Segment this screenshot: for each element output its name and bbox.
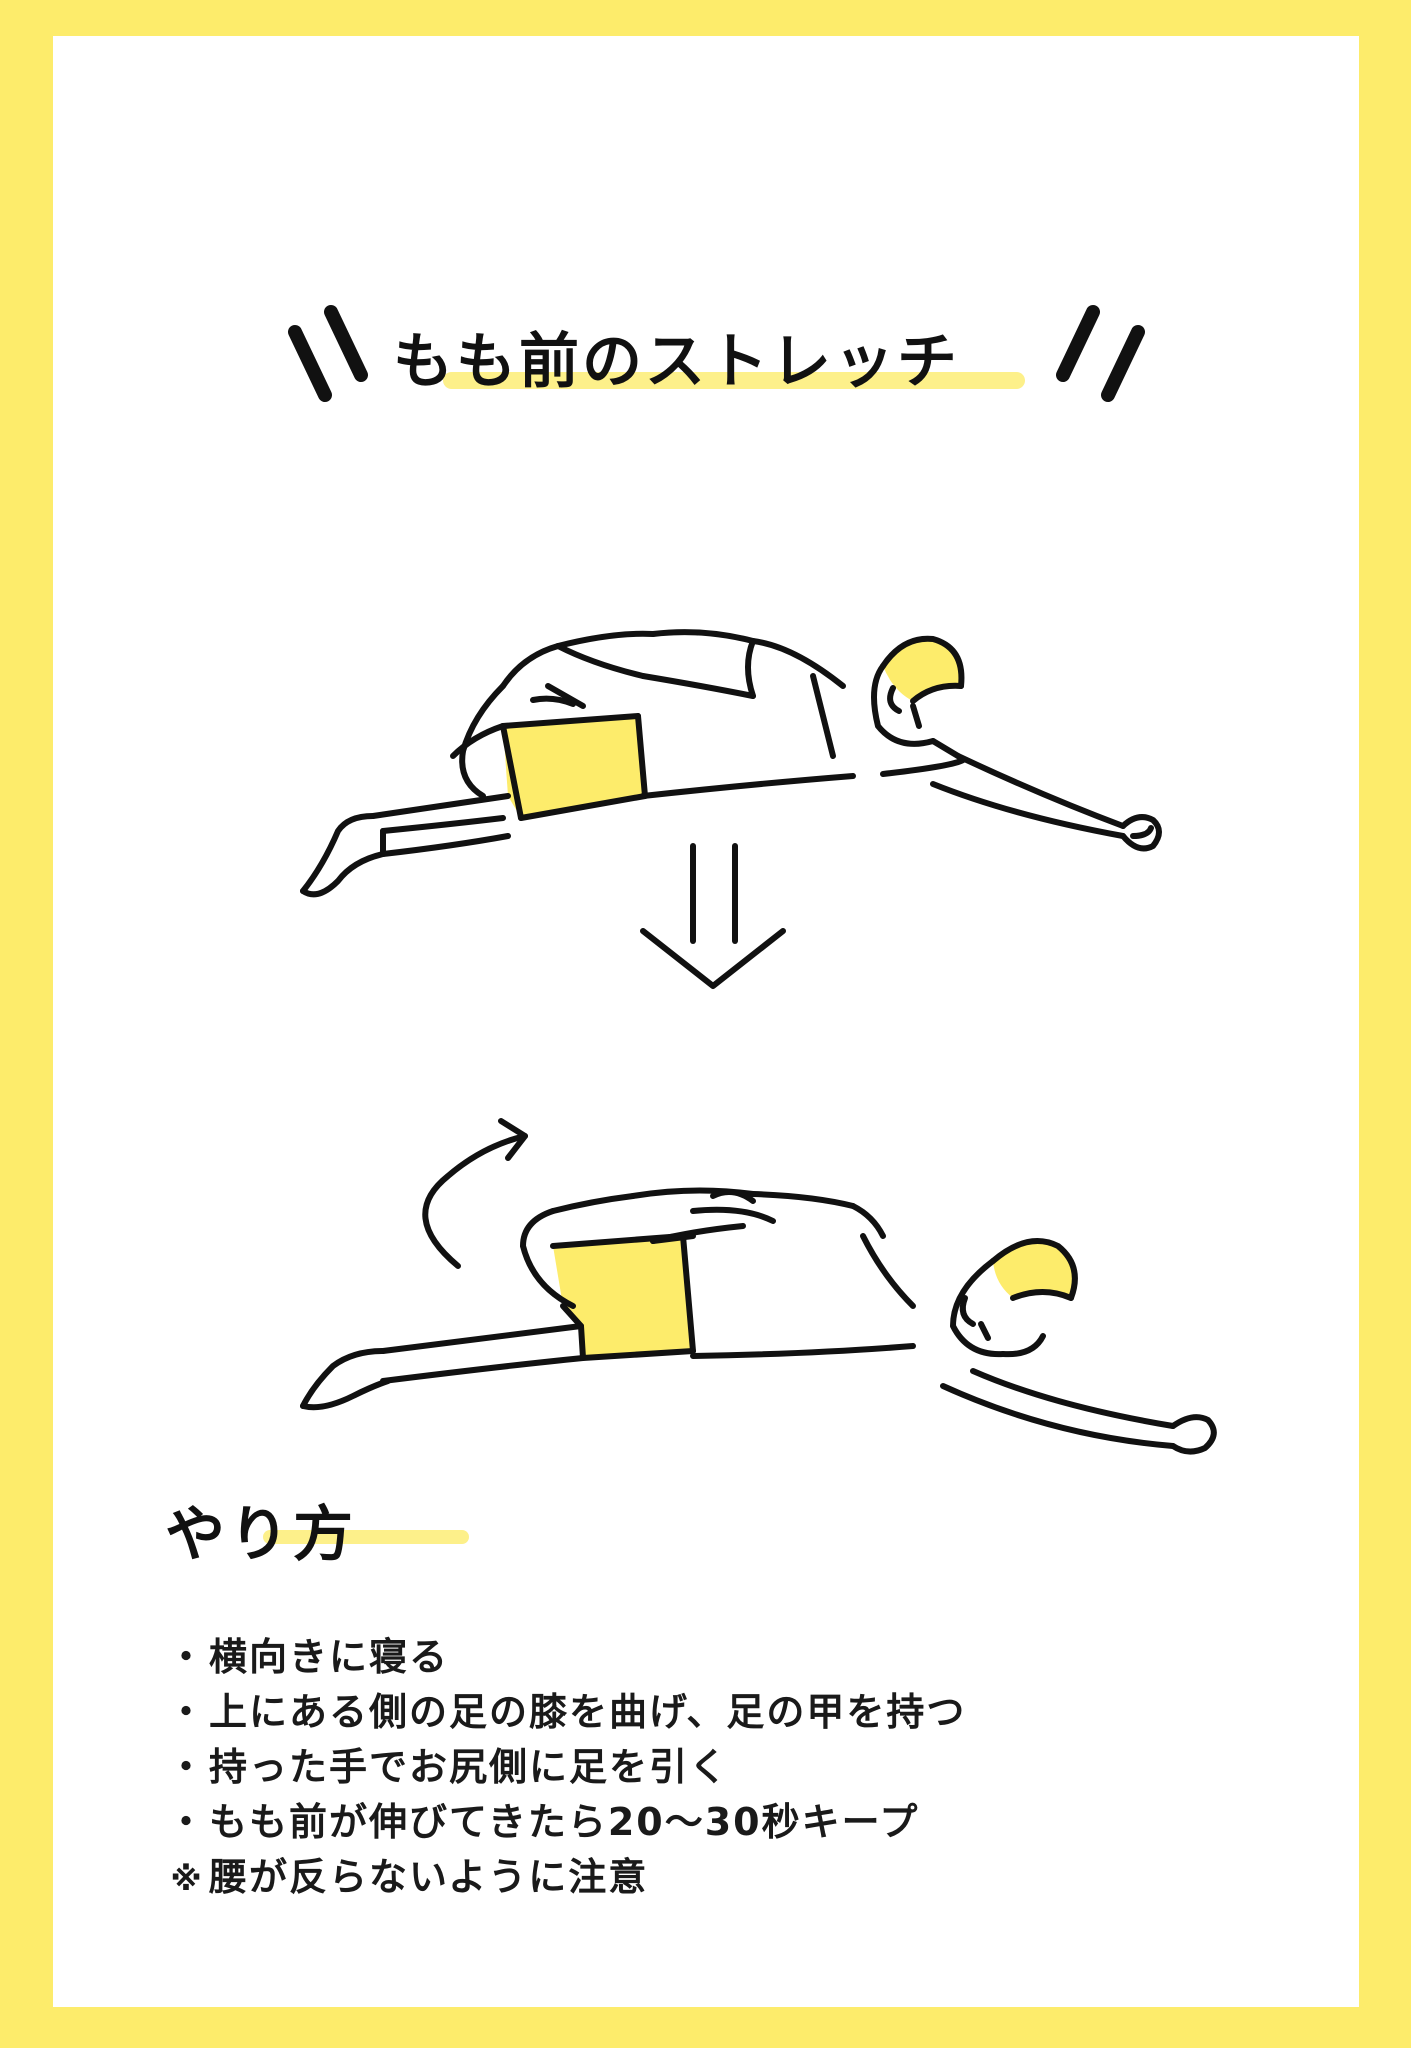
title-block: もも前のストレッチ [53,292,1359,422]
section-heading-text: やり方 [165,1500,357,1570]
step-text: 上にある側の足の膝を曲げ、足の甲を持つ [209,1690,967,1734]
list-item: ・もも前が伸びてきたら20〜30秒キープ [165,1795,1165,1850]
bullet: ・ [166,1690,207,1734]
bullet: ・ [166,1800,207,1844]
bullet: ・ [166,1745,207,1789]
title-highlight [443,372,1025,389]
list-item: ・上にある側の足の膝を曲げ、足の甲を持つ [165,1685,1165,1740]
step-text: 横向きに寝る [209,1635,450,1679]
step-text: 持った手でお尻側に足を引く [209,1745,730,1789]
title-decoration-slashes [288,305,1145,402]
steps-list: ・横向きに寝る ・上にある側の足の膝を曲げ、足の甲を持つ ・持った手でお尻側に足… [165,1630,1165,1907]
stretch-start-illustration [300,629,1162,898]
curved-arrow-icon [422,1118,528,1269]
down-arrow-icon [640,843,786,989]
stretch-end-illustration [300,1118,1217,1455]
list-item: ・横向きに寝る [165,1630,1165,1685]
bullet: ・ [166,1635,207,1679]
page-title: もも前のストレッチ [393,327,960,397]
section-heading-highlight [263,1530,469,1544]
note-text: 腰が反らないように注意 [209,1855,649,1899]
note-item: ※腰が反らないように注意 [165,1850,1165,1907]
section-heading: やり方 [165,1486,485,1576]
info-card: もも前のストレッチ [53,36,1359,2007]
note-mark: ※ [170,1860,204,1898]
list-item: ・持った手でお尻側に足を引く [165,1740,1165,1795]
step-text: もも前が伸びてきたら20〜30秒キープ [209,1800,920,1844]
